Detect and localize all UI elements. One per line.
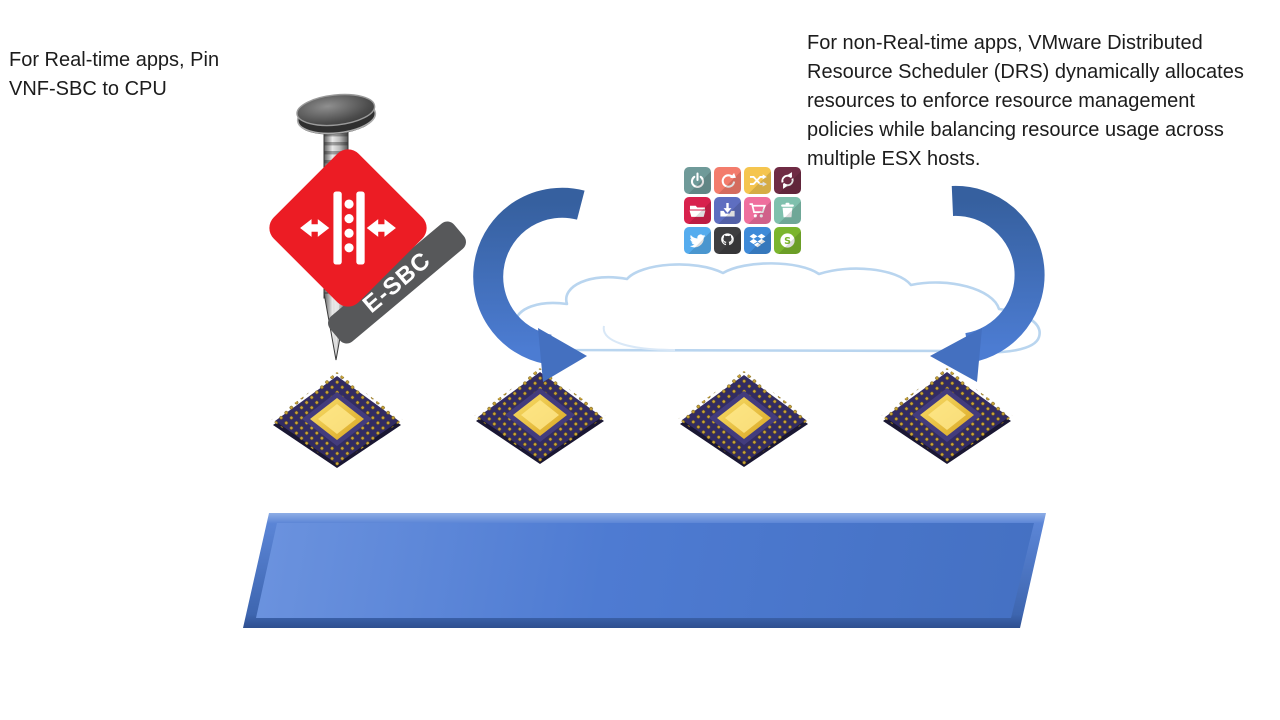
esbc-sbc-icon (300, 191, 396, 265)
caption-line: policies while balancing resource usage … (807, 119, 1224, 141)
power-icon (690, 172, 705, 188)
nail-head (296, 93, 377, 135)
app-tile-redo (714, 167, 741, 194)
app-tile-github (714, 227, 741, 254)
app-tile-sync (774, 167, 801, 194)
app-tile-power (684, 167, 711, 194)
cpu-chip-3 (678, 371, 810, 467)
curved-arrow-left (473, 187, 587, 382)
github-icon (721, 233, 734, 246)
esbc-diamond (263, 143, 433, 313)
folder-icon (689, 205, 706, 217)
host-bar-face (256, 523, 1034, 618)
redo-icon (721, 173, 737, 188)
svg-text:S: S (784, 236, 791, 247)
caption-line: For non-Real-time apps, VMware Distribut… (807, 32, 1203, 54)
download-icon (720, 202, 735, 217)
app-tile-dropbox (744, 227, 771, 254)
sync-icon (781, 172, 794, 189)
caption-left: For Real-time apps, Pin VNF-SBC to CPU (9, 46, 279, 104)
caption-line: multiple ESX hosts. (807, 148, 981, 170)
app-tile-cart (744, 197, 771, 224)
app-tile-skype: S (774, 227, 801, 254)
shuffle-icon (749, 174, 767, 187)
cpu-chip-1 (271, 372, 403, 468)
caption-line: resources to enforce resource management (807, 90, 1195, 112)
caption-line: For Real-time apps, Pin (9, 49, 220, 71)
curved-arrow-right (930, 185, 1045, 382)
app-tile-twitter (684, 227, 711, 254)
app-tile-download (714, 197, 741, 224)
host-bar (243, 513, 1046, 628)
trash-icon (781, 202, 794, 218)
app-tile-trash (774, 197, 801, 224)
caption-line: Resource Scheduler (DRS) dynamically all… (807, 61, 1244, 83)
caption-line: VNF-SBC to CPU (9, 78, 167, 100)
app-tile-folder (684, 197, 711, 224)
app-icon-grid: S (684, 167, 802, 254)
cart-icon (749, 203, 766, 218)
caption-right: For non-Real-time apps, VMware Distribut… (807, 29, 1280, 174)
dropbox-icon (749, 233, 766, 248)
twitter-icon (689, 234, 706, 248)
app-tile-shuffle (744, 167, 771, 194)
skype-icon: S (780, 233, 795, 248)
